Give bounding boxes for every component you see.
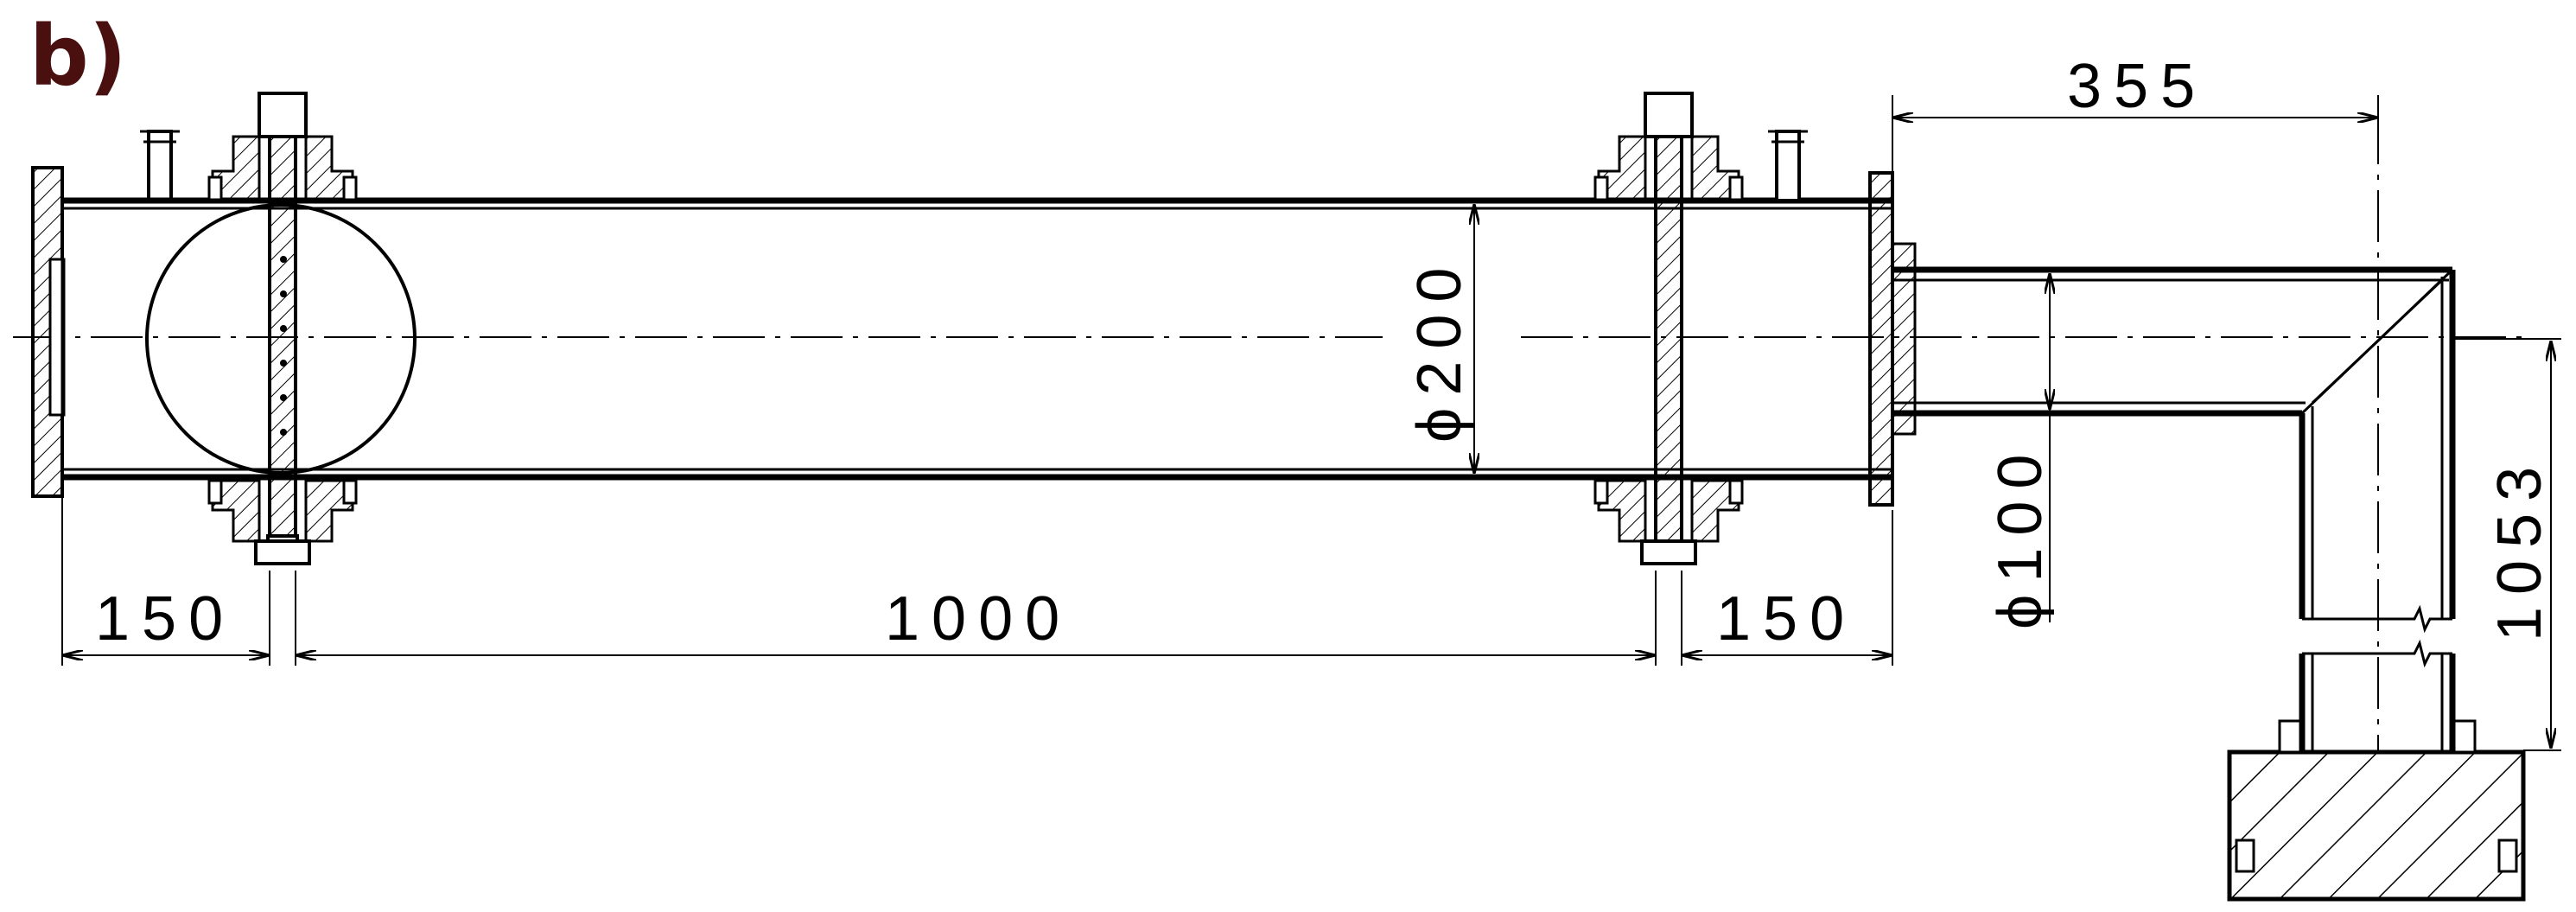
right-port <box>1768 130 1808 202</box>
right-gate-valve <box>1593 92 1744 565</box>
dim-offset-355: 355 <box>2067 52 2207 121</box>
left-end-flange <box>31 166 66 498</box>
dim-diameter-100: ϕ100 <box>1986 443 2055 629</box>
left-port <box>140 130 180 202</box>
dim-height-1053: 1053 <box>2485 455 2554 641</box>
dim-main-1000: 1000 <box>885 584 1072 654</box>
dim-right-150: 150 <box>1716 584 1856 654</box>
panel-label: b) <box>29 8 127 105</box>
main-tube <box>62 197 1891 481</box>
elbow-pipe <box>1892 266 2456 752</box>
bottom-block <box>2227 719 2526 902</box>
right-end-flange <box>1868 171 1917 507</box>
left-gate-valve <box>207 92 358 565</box>
dim-left-150: 150 <box>95 584 235 654</box>
centerlines <box>13 112 2532 752</box>
dim-diameter-200: ϕ200 <box>1405 256 1474 443</box>
dimension-lines <box>61 95 2561 751</box>
